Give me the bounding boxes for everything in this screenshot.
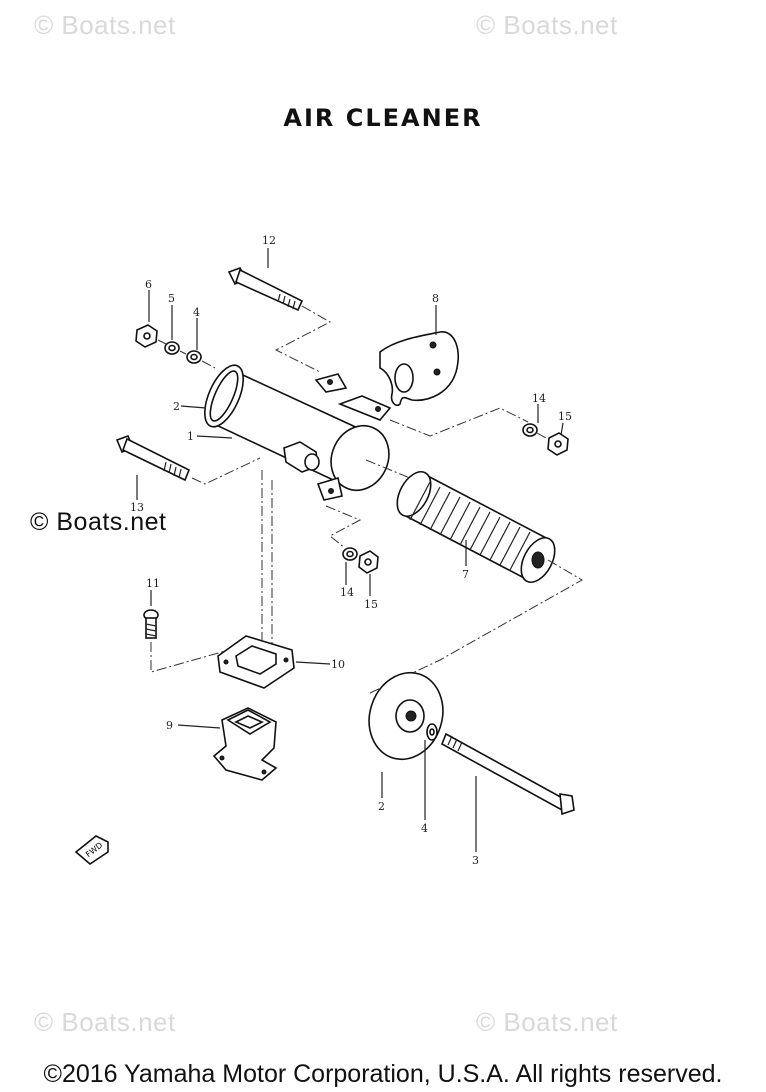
callout-9: 9 <box>166 719 173 732</box>
bracket-8[interactable] <box>379 331 459 407</box>
callout-2-lower: 2 <box>378 800 385 813</box>
gasket-10[interactable] <box>217 635 295 689</box>
bolt-12[interactable] <box>227 267 304 312</box>
joint-9[interactable] <box>212 707 278 781</box>
nut-15-upper[interactable] <box>547 432 569 456</box>
nut-15-lower[interactable] <box>358 550 379 574</box>
watermark: © Boats.net <box>476 1007 618 1037</box>
washer-14-upper[interactable] <box>522 423 538 437</box>
copyright-footer: ©2016 Yamaha Motor Corporation, U.S.A. A… <box>43 1060 723 1088</box>
screw-11[interactable] <box>143 609 159 639</box>
cover-2-lower[interactable] <box>358 663 454 769</box>
callout-13: 13 <box>130 501 144 514</box>
callout-12: 12 <box>262 234 276 247</box>
callout-15-lower: 15 <box>364 598 378 611</box>
callout-7: 7 <box>462 568 469 581</box>
bolt-3[interactable] <box>440 732 575 816</box>
washer-14-lower[interactable] <box>342 547 358 561</box>
watermark: © Boats.net <box>30 508 167 536</box>
callout-4: 4 <box>193 306 200 319</box>
nut-6[interactable] <box>135 324 158 348</box>
washer-4[interactable] <box>186 350 202 364</box>
callout-8: 8 <box>432 292 439 305</box>
callout-14: 14 <box>532 392 546 405</box>
diagram-title: AIR CLEANER <box>283 104 483 132</box>
washer-5[interactable] <box>164 341 180 355</box>
air-filter-element-7[interactable] <box>390 466 561 588</box>
callout-10: 10 <box>331 658 345 671</box>
callout-15: 15 <box>558 410 572 423</box>
watermark: © Boats.net <box>34 1007 176 1037</box>
callout-11: 11 <box>146 577 160 590</box>
callout-4-lower: 4 <box>421 822 428 835</box>
callout-1: 1 <box>187 430 194 443</box>
watermark: © Boats.net <box>34 10 176 40</box>
callout-5: 5 <box>168 292 175 305</box>
callout-14-lower: 14 <box>340 586 354 599</box>
callout-2: 2 <box>173 400 180 413</box>
air-cleaner-case-1[interactable] <box>197 360 399 501</box>
callout-3: 3 <box>472 854 479 867</box>
fwd-arrow-icon: FWD <box>74 835 109 866</box>
callout-6: 6 <box>145 278 152 291</box>
bolt-13[interactable] <box>115 434 191 482</box>
washer-4-lower[interactable] <box>426 723 438 741</box>
watermark: © Boats.net <box>476 10 618 40</box>
